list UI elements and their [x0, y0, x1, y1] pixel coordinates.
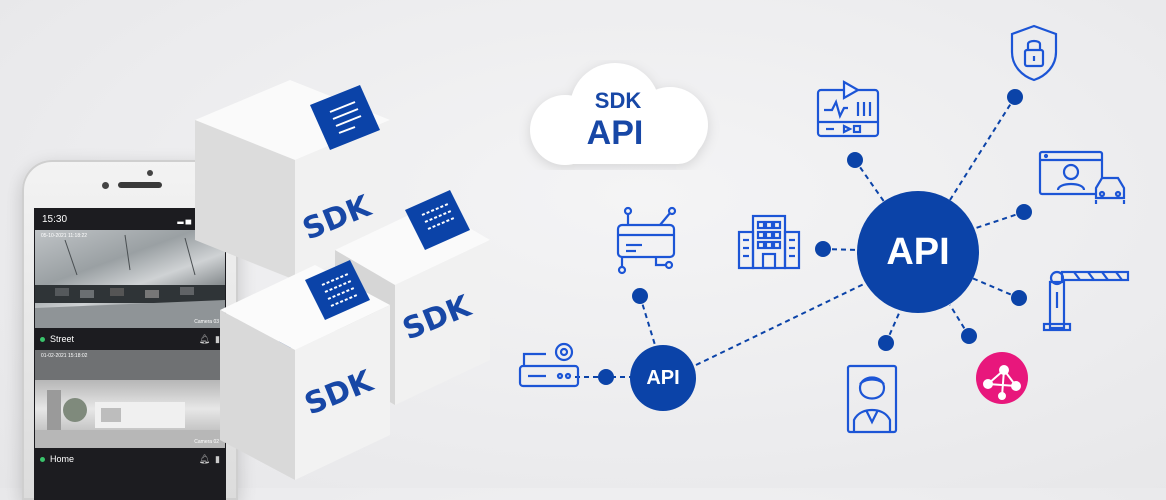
api-hub-large: API — [857, 191, 979, 313]
building-icon — [737, 214, 801, 270]
bookmark-icon[interactable]: ▮ — [215, 333, 220, 344]
phone-camera-icon — [147, 170, 153, 176]
sdk-box-right: SDK — [335, 190, 490, 405]
cloud: SDK API — [530, 63, 708, 165]
camera-timestamp: 05-10-2021 11:18:22 — [41, 233, 88, 239]
camera-timestamp: 01-02-2021 15:18:02 — [41, 353, 88, 359]
camera-label-bar: Home 🔔︎ ▮ — [34, 448, 226, 470]
phone-sensor-icon — [102, 182, 109, 189]
api-hub-label: API — [646, 366, 680, 389]
face-id-person-icon — [846, 364, 898, 434]
cloud-sdk-text: SDK — [595, 88, 642, 113]
camera-label: Home — [50, 454, 75, 464]
sdk-boxes: SDK SDK SDK — [195, 80, 490, 480]
phone-screen: 15:30 ▂▄ ◔ ▭ 05-10-2021 11:18:22 Camera … — [34, 208, 226, 500]
shield-lock-icon — [1010, 24, 1058, 82]
online-status-icon — [40, 336, 45, 342]
router-settings-icon — [518, 342, 580, 388]
status-time: 15:30 — [42, 213, 68, 225]
barrier-gate-icon — [1042, 270, 1130, 332]
pink-network-logo-icon — [976, 352, 1028, 404]
api-hub-small: API — [630, 345, 696, 411]
camera-name: Camera 03 — [194, 319, 219, 325]
bookmark-icon[interactable]: ▮ — [215, 453, 220, 464]
api-hub-label: API — [886, 230, 950, 273]
video-call-car-icon — [1038, 150, 1126, 204]
street-scene — [35, 234, 225, 328]
bell-icon[interactable]: 🔔︎ — [198, 333, 211, 344]
bell-icon[interactable]: 🔔︎ — [198, 453, 211, 464]
camera-feed-street[interactable]: 05-10-2021 11:18:22 Camera 03 — [35, 230, 225, 328]
video-player-icon — [816, 80, 880, 138]
camera-name: Camera 02 — [194, 439, 219, 445]
camera-feed-home[interactable]: 01-02-2021 15:18:02 Camera 02 — [35, 350, 225, 448]
sdk-box-front: SDK — [220, 260, 390, 480]
phone-speaker-icon — [118, 182, 162, 188]
camera-label: Street — [50, 334, 75, 344]
online-status-icon — [40, 456, 45, 462]
home-scene — [35, 350, 225, 448]
camera-label-bar: Street 🔔︎ ▮ — [34, 328, 226, 350]
credit-card-icon — [616, 206, 677, 275]
cloud-api-text: API — [587, 114, 644, 152]
